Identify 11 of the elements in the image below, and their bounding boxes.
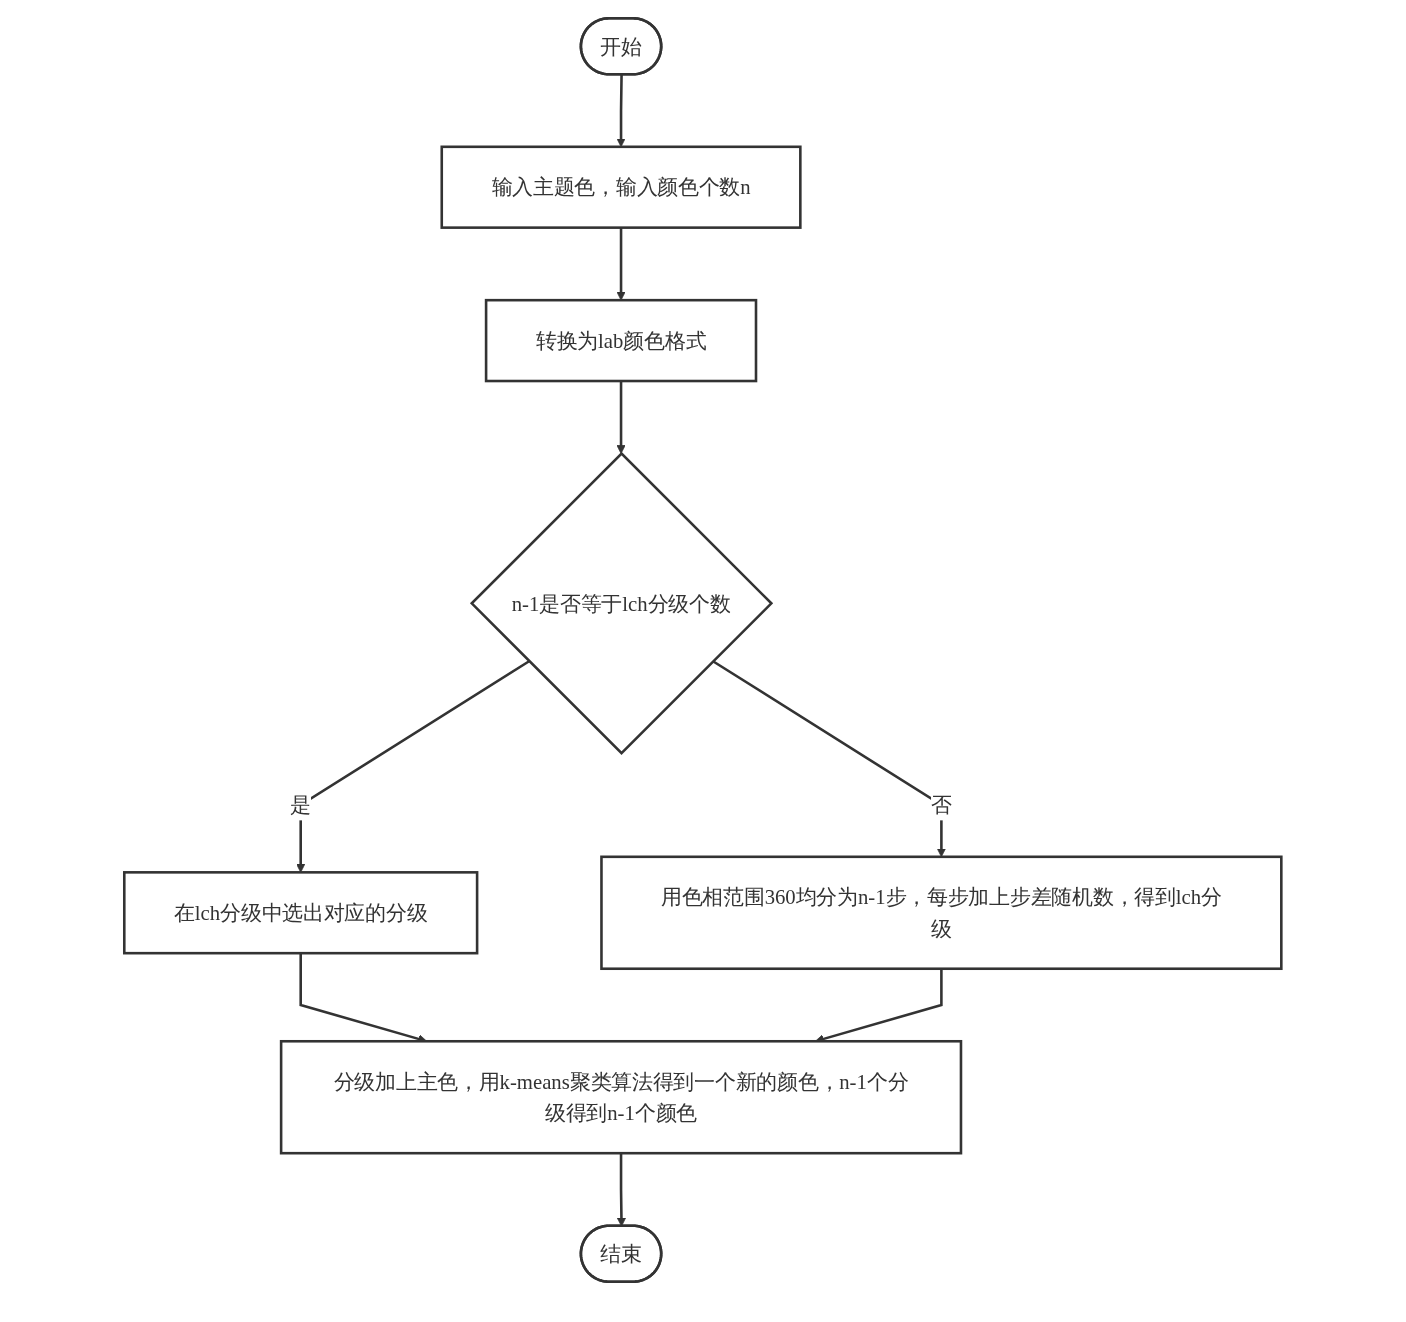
node-box: 输入主题色，输入颜色个数n bbox=[440, 145, 802, 229]
node-box: 分级加上主色，用k-means聚类算法得到一个新的颜色，n-1个分级得到n-1个颜色 bbox=[280, 1039, 963, 1155]
node-box: 用色相范围360均分为n-1步，每步加上步差随机数，得到lch分级 bbox=[600, 855, 1283, 971]
node-diamond: n-1是否等于lch分级个数 bbox=[470, 451, 774, 755]
edge-label: 否 bbox=[931, 793, 952, 817]
arrow bbox=[616, 381, 626, 454]
arrow bbox=[616, 227, 626, 301]
node-box: 转换为lab颜色格式 bbox=[485, 298, 758, 383]
node-box: 在lch分级中选出对应的分级 bbox=[123, 871, 479, 955]
arrow bbox=[296, 660, 530, 873]
edge-label: 是 bbox=[290, 793, 312, 817]
